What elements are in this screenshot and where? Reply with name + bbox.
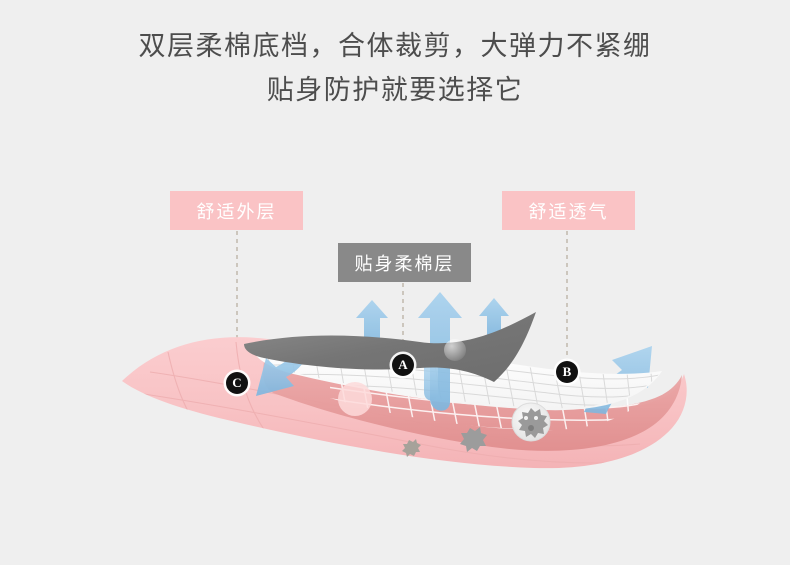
gray-layer-bubble [444, 339, 466, 361]
callout-label-outer-layer: 舒适外层 [170, 191, 303, 230]
airflow-arrow-4 [424, 364, 438, 401]
callout-label-cotton-layer: 贴身柔棉层 [338, 243, 471, 282]
headline-line-2: 贴身防护就要选择它 [266, 75, 524, 105]
gray-cotton-sheet [244, 312, 536, 382]
headline-line-1: 双层柔棉底档，合体裁剪，大弹力不紧绷 [138, 31, 652, 61]
airflow-arrow-3 [479, 298, 509, 340]
callout-label-text: 贴身柔棉层 [354, 253, 455, 274]
germ-small-2 [402, 439, 421, 457]
marker-c-letter: C [232, 375, 242, 390]
page-title: 双层柔棉底档，合体裁剪，大弹力不紧绷 贴身防护就要选择它 [0, 24, 790, 112]
gray-cotton-layer [244, 312, 536, 382]
marker-a: A [392, 354, 414, 376]
marker-b: B [556, 361, 578, 383]
highlight-bubble [338, 382, 372, 416]
marker-a-letter: A [398, 357, 408, 372]
germ-magnified [511, 402, 551, 442]
leader-lines [236, 231, 568, 374]
marker-b-letter: B [562, 364, 572, 379]
callout-label-text: 舒适透气 [528, 201, 609, 222]
particles [338, 382, 551, 457]
callout-label-text: 舒适外层 [196, 201, 277, 222]
callout-label-breathable: 舒适透气 [502, 191, 635, 230]
germ-small-1 [460, 427, 487, 452]
marker-c: C [226, 372, 248, 394]
